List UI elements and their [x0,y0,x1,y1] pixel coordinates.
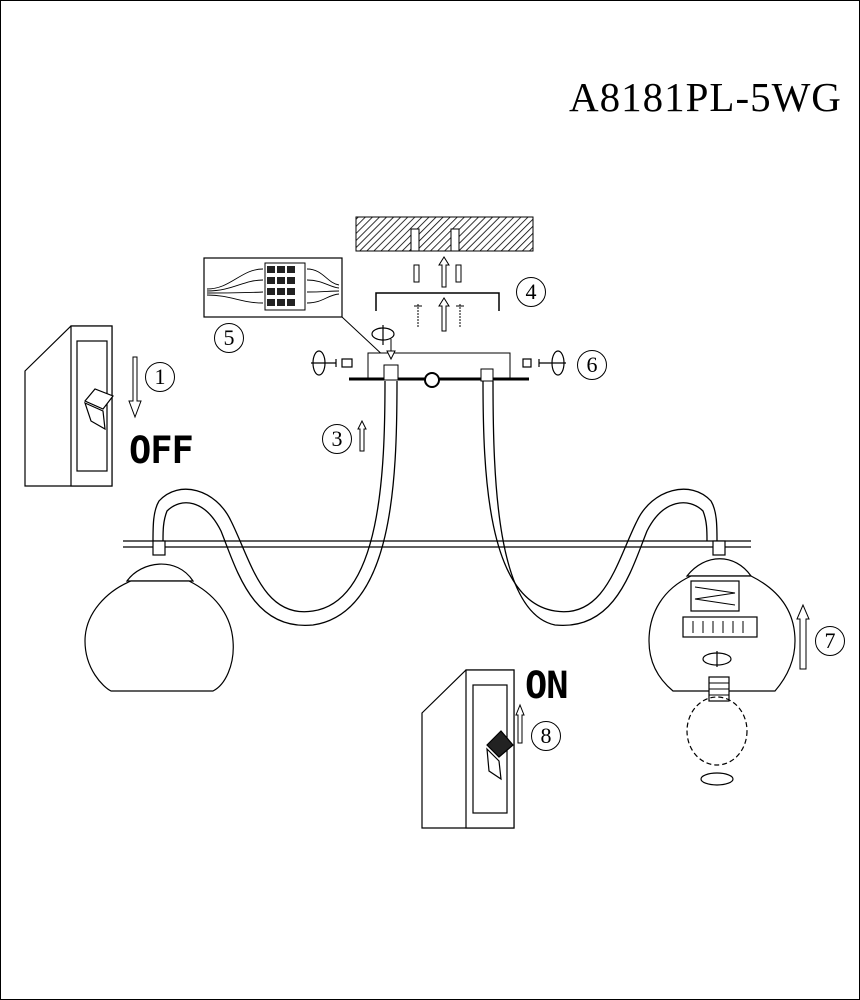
switch-on [421,669,515,829]
step-marker-1: 1 [145,362,175,392]
screws-icon [414,297,464,332]
step8-arrow-icon [515,703,525,744]
lamp-arms [123,380,751,626]
up-arrow-icon [438,256,450,288]
step3-arrow-icon [357,419,367,452]
rotate-icon-left [311,350,353,376]
step-marker-3: 3 [322,424,352,454]
left-shade [84,540,234,692]
switch-off [24,325,114,487]
step7-arrow-icon [796,603,810,670]
switch-on-label: ON [525,664,569,707]
step-marker-5: 5 [214,323,244,353]
canopy [349,339,529,389]
step-marker-6: 6 [577,350,607,380]
step-marker-8: 8 [531,721,561,751]
bulb [686,651,748,786]
step-marker-4: 4 [516,277,546,307]
rotate-icon-right [522,350,566,376]
step1-arrow-icon [128,356,142,419]
rotate-icon-top [371,325,395,345]
right-shade [648,540,796,692]
step-marker-7: 7 [815,626,845,656]
wall-anchors [413,264,462,283]
terminal-block-detail [203,257,387,359]
ceiling-block [355,216,534,252]
model-number: A8181PL-5WG [569,74,842,120]
mounting-bracket [375,292,500,311]
switch-off-label: OFF [129,429,194,472]
